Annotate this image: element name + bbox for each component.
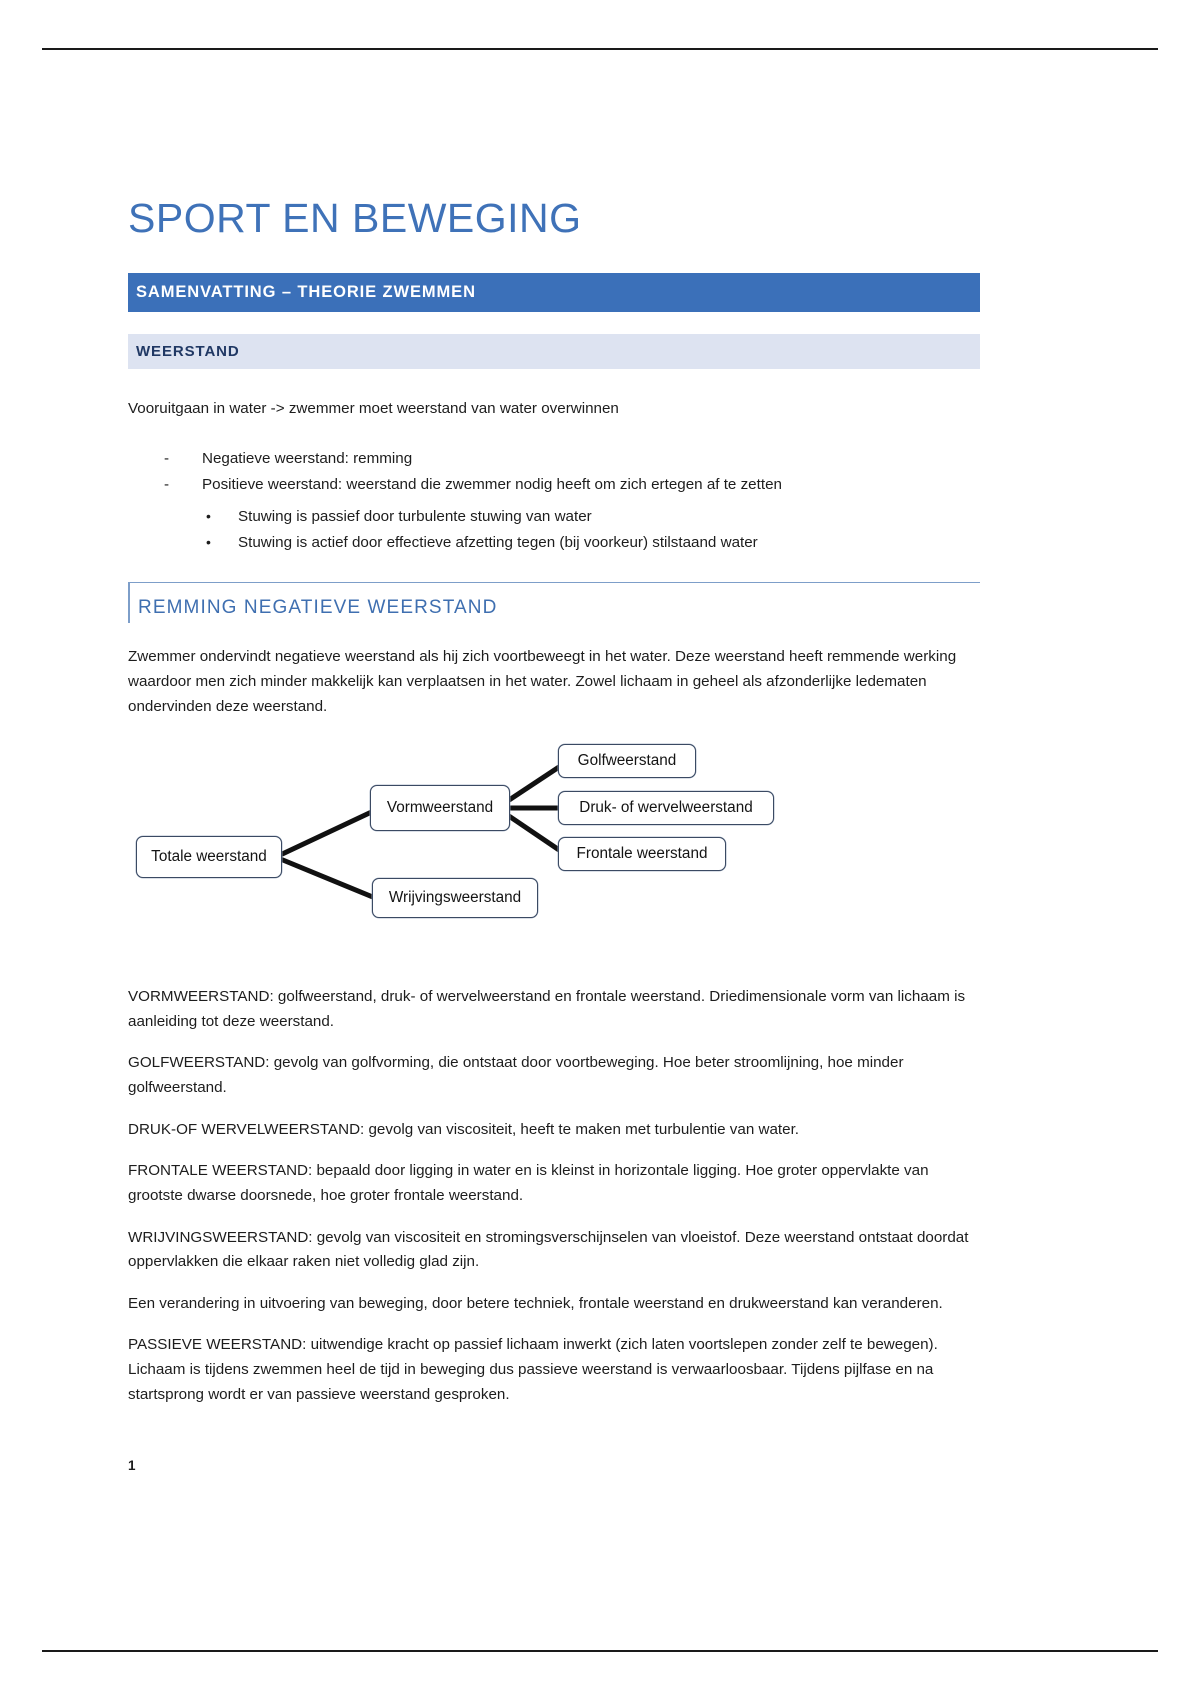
dash-marker: - bbox=[164, 449, 170, 467]
definition-text: gevolg van golfvorming, die ontstaat doo… bbox=[128, 1054, 904, 1097]
diagram-node-golfweerstand: Golfweerstand bbox=[558, 744, 696, 779]
definition-text: gevolg van viscositeit en stromingsversc… bbox=[128, 1228, 969, 1271]
definition-term: FRONTALE WEERSTAND: bbox=[128, 1162, 313, 1180]
definition-text: uitwendige kracht op passief lichaam inw… bbox=[128, 1336, 938, 1403]
list-item: • Stuwing is actief door effectieve afze… bbox=[206, 530, 980, 556]
page-content: SPORT EN BEWEGING SAMENVATTING – THEORIE… bbox=[128, 195, 980, 1424]
diagram-node-totale-weerstand: Totale weerstand bbox=[136, 836, 282, 879]
page-number: 1 bbox=[128, 1458, 136, 1473]
definition-druk-of-wervelweerstand: DRUK-OF WERVELWEERSTAND: gevolg van visc… bbox=[128, 1118, 980, 1143]
bullet-marker: • bbox=[206, 534, 211, 551]
paragraph-verandering-uitvoering: Een verandering in uitvoering van bewegi… bbox=[128, 1292, 980, 1317]
band-heading-samenvatting: SAMENVATTING – THEORIE ZWEMMEN bbox=[128, 273, 980, 313]
diagram-node-label: Totale weerstand bbox=[151, 848, 267, 866]
definition-term: DRUK-OF WERVELWEERSTAND: bbox=[128, 1120, 365, 1138]
definition-golfweerstand: GOLFWEERSTAND: gevolg van golfvorming, d… bbox=[128, 1051, 980, 1100]
list-item: • Stuwing is passief door turbulente stu… bbox=[206, 504, 980, 530]
definition-term: VORMWEERSTAND: bbox=[128, 988, 274, 1006]
dash-marker: - bbox=[164, 475, 170, 493]
list-item-label: Stuwing is passief door turbulente stuwi… bbox=[238, 508, 592, 525]
diagram-node-label: Frontale weerstand bbox=[576, 845, 708, 863]
diagram-node-frontale-weerstand: Frontale weerstand bbox=[558, 837, 726, 872]
diagram-node-vormweerstand: Vormweerstand bbox=[370, 785, 510, 832]
diagram-node-label: Wrijvingsweerstand bbox=[388, 889, 522, 907]
page-title: SPORT EN BEWEGING bbox=[128, 195, 582, 241]
intro-lead-paragraph: Vooruitgaan in water -> zwemmer moet wee… bbox=[128, 400, 619, 418]
definition-frontale-weerstand: FRONTALE WEERSTAND: bepaald door ligging… bbox=[128, 1159, 980, 1208]
weerstand-tree-diagram: Totale weerstand Vormweerstand Golfweers… bbox=[128, 736, 980, 951]
bullet-list: • Stuwing is passief door turbulente stu… bbox=[128, 504, 980, 556]
diagram-node-wrijvingsweerstand: Wrijvingsweerstand bbox=[372, 878, 538, 919]
definition-wrijvingsweerstand: WRIJVINGSWEERSTAND: gevolg van viscosite… bbox=[128, 1226, 980, 1275]
dash-list: - Negatieve weerstand: remming - Positie… bbox=[128, 446, 980, 498]
definition-term: WRIJVINGSWEERSTAND: bbox=[128, 1228, 313, 1246]
page-rule-bottom bbox=[42, 1650, 1158, 1652]
subsection-heading-remming: REMMING NEGATIEVE WEERSTAND bbox=[128, 582, 980, 624]
definition-term: PASSIEVE WEERSTAND: bbox=[128, 1336, 307, 1354]
page-rule-top bbox=[42, 48, 1158, 50]
definition-text: Een verandering in uitvoering van bewegi… bbox=[128, 1294, 943, 1312]
diagram-node-label: Golfweerstand bbox=[577, 752, 677, 770]
definition-text: bepaald door ligging in water en is klei… bbox=[128, 1162, 929, 1204]
list-item: - Positieve weerstand: weerstand die zwe… bbox=[164, 472, 980, 498]
definition-term: GOLFWEERSTAND: bbox=[128, 1054, 270, 1072]
diagram-node-druk-of-wervelweerstand: Druk- of wervelweerstand bbox=[558, 791, 774, 826]
list-item: - Negatieve weerstand: remming bbox=[164, 446, 980, 472]
list-item-label: Positieve weerstand: weerstand die zwemm… bbox=[202, 475, 782, 493]
definition-text: gevolg van viscositeit, heeft te maken m… bbox=[364, 1120, 800, 1138]
list-item-label: Stuwing is actief door effectieve afzett… bbox=[238, 534, 758, 552]
definition-text: golfweerstand, druk- of wervelweerstand … bbox=[128, 988, 966, 1030]
bullet-marker: • bbox=[206, 508, 211, 524]
list-item-label: Negatieve weerstand: remming bbox=[202, 449, 413, 467]
diagram-connector-lines bbox=[276, 761, 567, 903]
diagram-node-label: Vormweerstand bbox=[386, 799, 494, 817]
definition-vormweerstand: VORMWEERSTAND: golfweerstand, druk- of w… bbox=[128, 985, 980, 1034]
section-heading-weerstand: WEERSTAND bbox=[128, 334, 980, 370]
diagram-node-label: Druk- of wervelweerstand bbox=[579, 799, 753, 817]
definition-passieve-weerstand: PASSIEVE WEERSTAND: uitwendige kracht op… bbox=[128, 1333, 980, 1407]
subsection-paragraph: Zwemmer ondervindt negatieve weerstand a… bbox=[128, 648, 957, 715]
